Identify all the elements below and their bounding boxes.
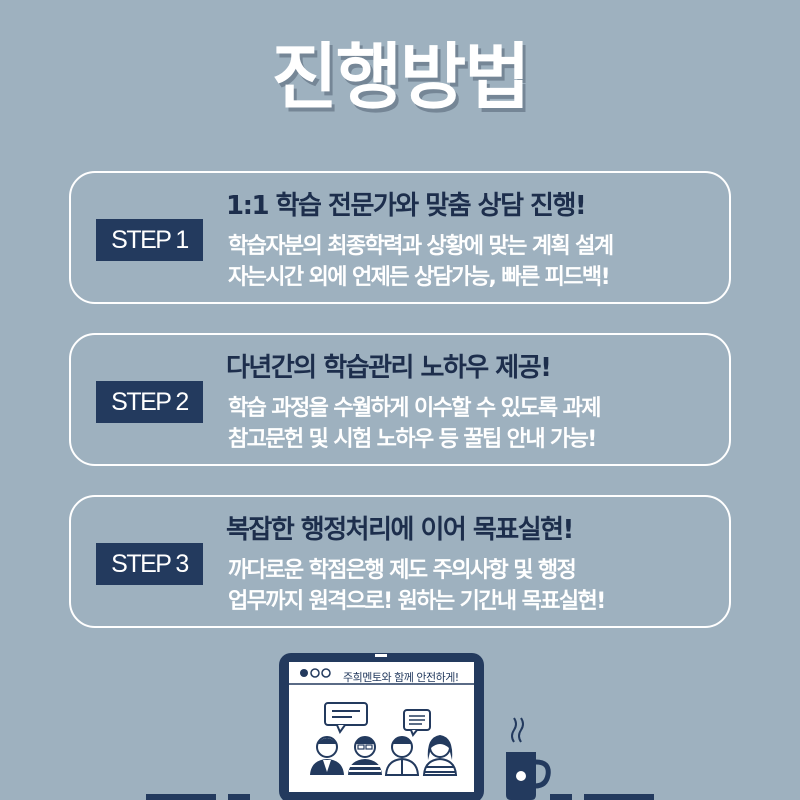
step-card-1: STEP 1 1:1 학습 전문가와 맞춤 상담 진행! 학습자분의 최종학력과…: [69, 171, 731, 304]
decor-bar: [550, 794, 572, 800]
illustration: [146, 653, 654, 800]
decor-bar: [146, 794, 216, 800]
video-call-people-icon: [310, 735, 458, 776]
step-badge: STEP 3: [96, 543, 203, 585]
step-badge: STEP 1: [96, 219, 203, 261]
step-card-3: STEP 3 복잡한 행정처리에 이어 목표실현! 까다로운 학점은행 제도 주…: [69, 495, 731, 628]
step-card-2: STEP 2 다년간의 학습관리 노하우 제공! 학습 과정을 수월하게 이수할…: [69, 333, 731, 466]
step-badge: STEP 2: [96, 381, 203, 423]
step-description-line: 학습 과정을 수월하게 이수할 수 있도록 과제: [228, 396, 601, 421]
step-description-line: 참고문헌 및 시험 노하우 등 꿀팁 안내 가능!: [228, 427, 597, 452]
step-description: 까다로운 학점은행 제도 주의사항 및 행정 업무까지 원격으로! 원하는 기간…: [228, 555, 606, 617]
step-description-line: 업무까지 원격으로! 원하는 기간내 목표실현!: [228, 589, 606, 614]
coffee-cup-icon: [506, 717, 551, 800]
step-description-line: 까다로운 학점은행 제도 주의사항 및 행정: [228, 558, 577, 583]
step-heading: 1:1 학습 전문가와 맞춤 상담 진행!: [226, 191, 587, 221]
screen-caption: 주희멘토와 함께 안전하게!: [343, 671, 459, 684]
step-description-line: 학습자분의 최종학력과 상황에 맞는 계획 설계: [228, 234, 614, 259]
speech-bubble-icon: [324, 702, 368, 735]
page-title: 진행방법: [271, 35, 531, 119]
step-description: 학습 과정을 수월하게 이수할 수 있도록 과제 참고문헌 및 시험 노하우 등…: [228, 393, 601, 455]
speech-bubble-icon: [403, 709, 431, 737]
step-heading: 다년간의 학습관리 노하우 제공!: [226, 353, 552, 383]
step-heading: 복잡한 행정처리에 이어 목표실현!: [226, 515, 574, 545]
decor-bar: [584, 794, 654, 800]
decor-bar: [228, 794, 250, 800]
step-description: 학습자분의 최종학력과 상황에 맞는 계획 설계 자는시간 외에 언제든 상담가…: [228, 231, 614, 293]
step-description-line: 자는시간 외에 언제든 상담가능, 빠른 피드백!: [228, 265, 611, 290]
